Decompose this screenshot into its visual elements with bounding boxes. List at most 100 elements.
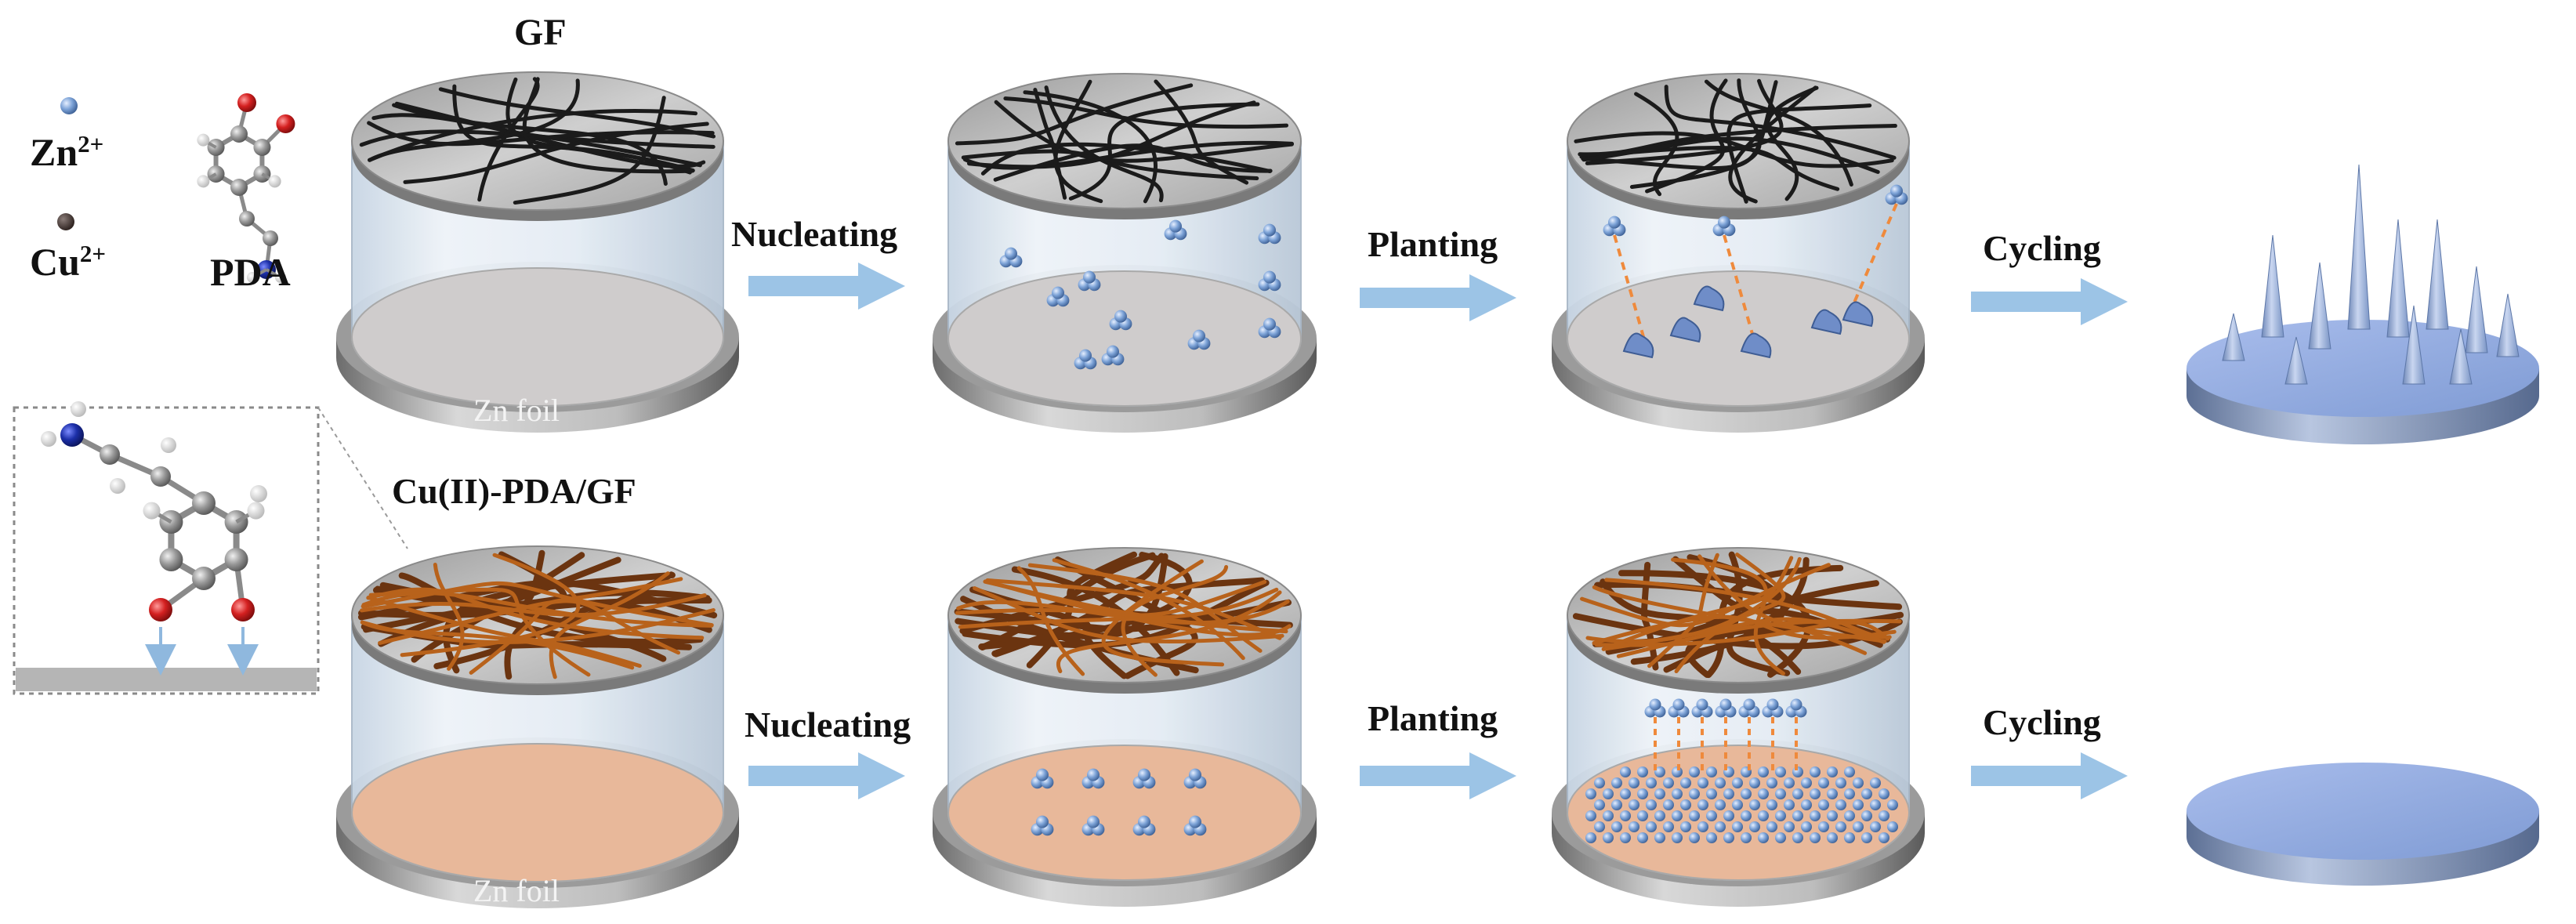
fiber-strand — [1052, 558, 1245, 661]
fiber-strand — [403, 121, 709, 184]
zn-atom — [1844, 832, 1855, 843]
fiber-network — [954, 551, 1293, 679]
zn-foil-surface — [1567, 270, 1910, 407]
carbon-atom — [224, 548, 248, 571]
zn-atom — [1792, 788, 1803, 799]
zn-atom — [1818, 799, 1829, 810]
carbon-atom — [100, 444, 120, 465]
carbon-atom — [239, 211, 255, 226]
zn-atom — [1697, 799, 1708, 810]
cu-symbol: Cu — [30, 240, 80, 284]
zn-atom — [1138, 815, 1150, 828]
zn-atom — [1879, 788, 1889, 799]
zn-ion — [1712, 216, 1736, 237]
dendrite-spike — [2496, 293, 2520, 357]
cells-layer — [336, 71, 2539, 908]
hydrogen-atom — [250, 485, 267, 502]
zn-nucleus — [1046, 286, 1070, 307]
zn-atom — [1766, 799, 1777, 810]
zn-atom — [1775, 788, 1786, 799]
zn-nucleus — [1164, 219, 1187, 241]
zn-nucleus — [1031, 768, 1054, 789]
cu-coated-surface — [947, 745, 1302, 881]
zn-atom — [1706, 832, 1717, 843]
fiber-network — [357, 549, 718, 680]
fiber-strand — [392, 103, 668, 186]
zn-atom — [1052, 286, 1064, 299]
fiber-strand — [1044, 85, 1164, 203]
zn-atom — [1749, 777, 1760, 788]
zn-ion — [1738, 698, 1760, 718]
dendrite-electrode — [2187, 164, 2539, 444]
row2-step-planting: Planting — [1368, 698, 1498, 738]
zn-atom — [1775, 766, 1786, 777]
carbon-atom — [192, 567, 216, 590]
row2-step-cycling: Cycling — [1983, 702, 2101, 742]
zn-atom — [1870, 821, 1881, 832]
zn-atom — [1790, 698, 1802, 711]
row1-arrow-cycling — [1971, 278, 2128, 325]
adsorbed-pda-molecule — [41, 401, 267, 621]
fiber-strand — [360, 620, 635, 670]
zn-nucleus — [1258, 317, 1281, 339]
zn-atom — [1594, 821, 1605, 832]
zn-atom — [1107, 345, 1119, 358]
zn-atom — [1672, 810, 1683, 821]
zn-atom — [1603, 832, 1614, 843]
zn-atom — [1844, 788, 1855, 799]
row1-arrow-planting — [1360, 274, 1516, 321]
fiber-strand-dark — [1705, 564, 1844, 679]
zn-atom — [1792, 810, 1803, 821]
zn-atom — [1608, 216, 1621, 229]
zn-atom — [1870, 799, 1881, 810]
fiber-strand — [1585, 78, 1784, 165]
zn-atom — [1594, 777, 1605, 788]
zn-atom — [1083, 270, 1096, 284]
zn-atom — [1087, 815, 1100, 828]
zn-atom — [1663, 799, 1674, 810]
row1-step-nucleating: Nucleating — [731, 214, 898, 254]
row2-arrow-cycling — [1971, 752, 2128, 799]
zn-foil-surface — [947, 270, 1302, 407]
zn-atom — [1654, 766, 1665, 777]
zn-atom — [1810, 788, 1821, 799]
fiber-strand — [368, 109, 698, 162]
zn-atom — [1611, 821, 1622, 832]
zn-atom — [1637, 766, 1648, 777]
zn-atom — [1680, 821, 1691, 832]
fiber-strand — [956, 599, 1290, 625]
hydrogen-atom — [161, 437, 176, 453]
zn-atom — [1741, 810, 1752, 821]
zn-atom — [1263, 270, 1276, 284]
zn-atom — [1719, 698, 1732, 711]
zn-atom — [1706, 766, 1717, 777]
fiber-strand — [1674, 553, 1786, 674]
hydrogen-atom — [268, 175, 281, 188]
row2-arrow-planting — [1360, 752, 1516, 799]
row2-cell-3 — [1552, 547, 1925, 907]
zn-deposit — [1810, 309, 1842, 335]
zn-atom — [1732, 799, 1743, 810]
zn-atom — [1758, 832, 1769, 843]
deposition-path — [1613, 234, 1647, 346]
zn-atom — [1758, 810, 1769, 821]
fiber-strand — [1154, 79, 1249, 185]
dendrite-spike — [2465, 266, 2488, 353]
zn-atom — [1890, 184, 1903, 197]
fiber-strand — [366, 595, 642, 669]
zn-atom — [1672, 788, 1683, 799]
dendrite-spike — [2347, 164, 2371, 330]
zn-nucleus — [1078, 270, 1101, 292]
zn-nucleus — [1109, 310, 1132, 331]
fiber-strand — [366, 587, 705, 640]
zn-nucleus — [1081, 815, 1105, 836]
zn-nucleus — [1183, 768, 1207, 789]
fiber-strand — [477, 77, 540, 202]
zn-nucleus — [1183, 815, 1207, 836]
nitrogen-atom — [60, 423, 84, 447]
zn-atom — [1835, 777, 1846, 788]
zn-atom — [1680, 777, 1691, 788]
zn-atom — [1263, 317, 1276, 331]
zn-atom — [1827, 788, 1838, 799]
zn-atom — [1706, 810, 1717, 821]
